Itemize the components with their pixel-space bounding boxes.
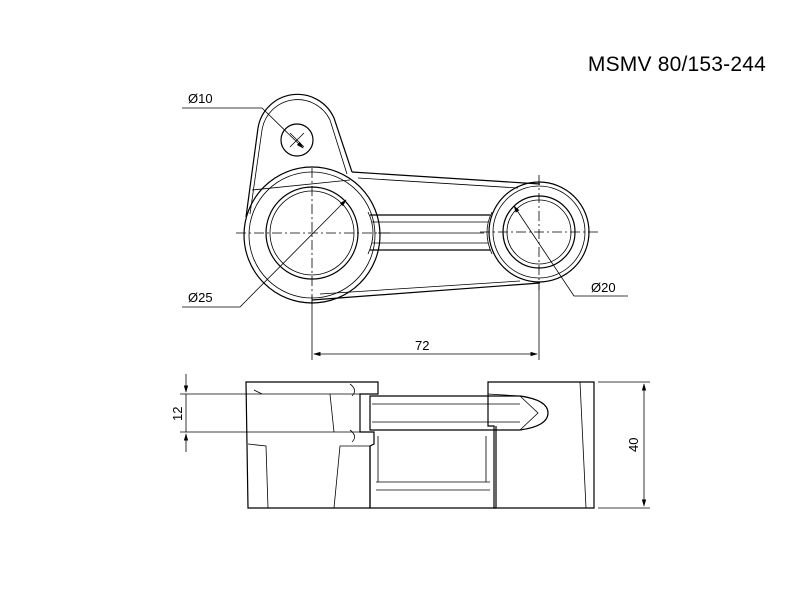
body-line xyxy=(487,393,521,397)
arm-bottom-edge xyxy=(311,282,541,301)
dim-height: 40 xyxy=(626,438,641,452)
arm-top-edge xyxy=(351,171,541,185)
bore-edge xyxy=(329,393,335,433)
leader-d25 xyxy=(182,199,347,308)
pin-hole xyxy=(280,123,314,157)
leader-d10 xyxy=(182,107,304,149)
pin-cross xyxy=(289,132,305,148)
ear-link xyxy=(251,179,351,191)
arm-bottom-inner xyxy=(319,280,521,295)
body-taper xyxy=(333,445,370,509)
dim-small-diameter: Ø20 xyxy=(591,280,616,295)
side-view: 12 40 xyxy=(170,374,650,509)
leader-d20 xyxy=(513,205,628,297)
web-tip xyxy=(519,395,539,431)
web-end xyxy=(486,211,493,255)
body-taper xyxy=(579,381,587,509)
web-outline xyxy=(369,395,549,431)
right-body-outline xyxy=(487,381,595,509)
top-view: Ø10 Ø25 Ø20 72 xyxy=(182,91,628,360)
left-body-outline xyxy=(245,381,379,509)
pin-ear-inner xyxy=(249,99,348,215)
web-end xyxy=(367,211,374,255)
arm-top-inner xyxy=(357,177,519,189)
dim-center-distance: 72 xyxy=(415,338,429,353)
drawing-title: MSMV 80/153-244 xyxy=(587,53,766,76)
pin-ear-outline xyxy=(245,93,353,218)
web-sides xyxy=(369,426,497,508)
dim-pin-diameter: Ø10 xyxy=(188,91,213,106)
web-inner xyxy=(377,436,487,482)
dim-thickness: 12 xyxy=(170,407,185,421)
body-taper xyxy=(247,443,269,509)
fillet xyxy=(349,383,355,443)
chamfer xyxy=(253,389,263,395)
dim-big-diameter: Ø25 xyxy=(188,290,213,305)
